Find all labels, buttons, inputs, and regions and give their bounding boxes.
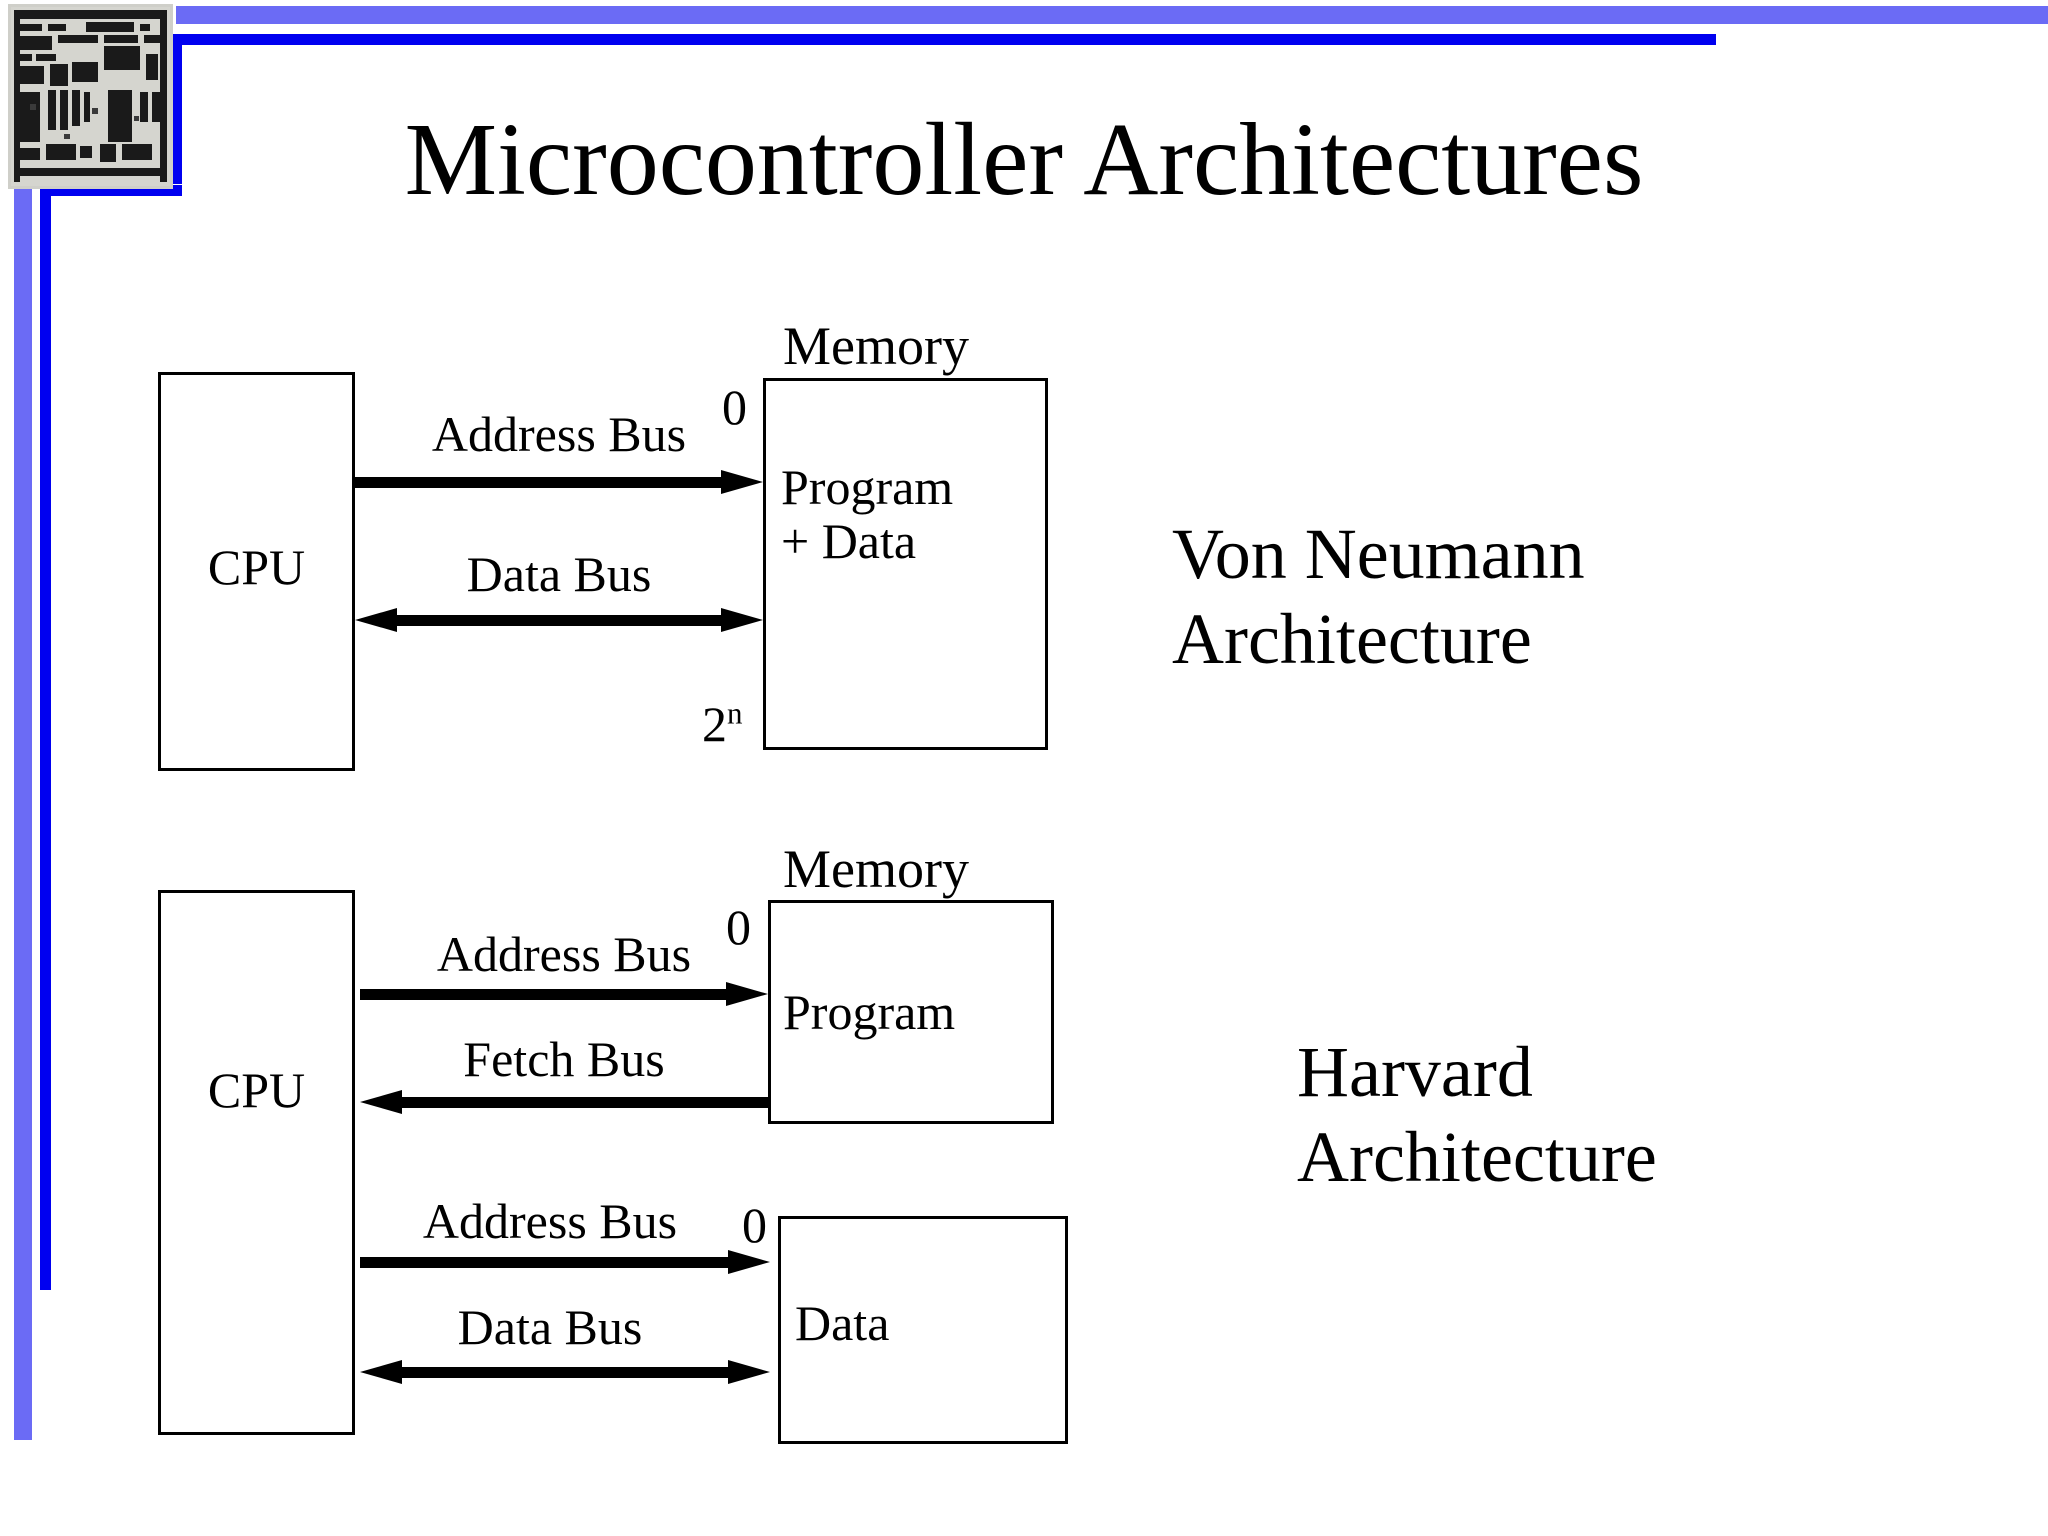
von-neumann-bus-label-data: Data Bus <box>466 546 652 602</box>
harvard-data-memory-label: Data <box>795 1295 890 1351</box>
harvard-bus-label-data: Data Bus <box>457 1299 643 1355</box>
harvard-cpu-label: CPU <box>207 1062 306 1118</box>
addr-exponent: n <box>727 695 743 731</box>
corner-accent-vertical <box>171 34 182 184</box>
von-neumann-bus-label-address: Address Bus <box>431 406 687 462</box>
harvard-fetch-bus-arrow <box>360 1090 768 1114</box>
left-accent-line-dark <box>40 185 51 1290</box>
von-neumann-address-bus-arrow <box>355 470 763 494</box>
left-accent-bar-light <box>14 180 32 1440</box>
harvard-bus-label-address-data: Address Bus <box>422 1193 678 1249</box>
addr-base: 2 <box>702 696 727 752</box>
slide-title: Microcontroller Architectures <box>404 102 1644 217</box>
harvard-program-memory-label: Program <box>783 984 956 1040</box>
von-neumann-memory-label: Program + Data <box>781 459 954 569</box>
harvard-cpu-box <box>158 890 355 1435</box>
circuit-board-image <box>8 4 173 189</box>
corner-accent-horizontal <box>40 185 182 196</box>
harvard-program-memory-box <box>768 900 1054 1124</box>
von-neumann-data-bus-arrow <box>355 608 763 632</box>
von-neumann-memory-header: Memory <box>783 316 969 376</box>
harvard-memory-header: Memory <box>783 839 969 899</box>
von-neumann-caption: Von Neumann Architecture <box>1172 514 1585 679</box>
harvard-address-bus-program-arrow <box>360 982 768 1006</box>
harvard-data-memory-box <box>778 1216 1068 1444</box>
von-neumann-address-top: 0 <box>722 379 747 435</box>
harvard-bus-label-address-program: Address Bus <box>436 926 692 982</box>
top-accent-bar-light <box>176 6 2048 24</box>
von-neumann-cpu-box <box>158 372 355 771</box>
von-neumann-cpu-label: CPU <box>207 539 306 595</box>
von-neumann-memory-box <box>763 378 1048 750</box>
harvard-data-address-top: 0 <box>742 1197 767 1253</box>
top-accent-line-dark <box>182 34 1716 45</box>
harvard-caption: Harvard Architecture <box>1297 1032 1657 1197</box>
harvard-address-bus-data-arrow <box>360 1250 770 1274</box>
harvard-data-bus-arrow <box>360 1360 770 1384</box>
von-neumann-address-bottom: 2n <box>702 695 743 753</box>
harvard-bus-label-fetch: Fetch Bus <box>463 1031 665 1087</box>
harvard-program-address-top: 0 <box>726 899 751 955</box>
